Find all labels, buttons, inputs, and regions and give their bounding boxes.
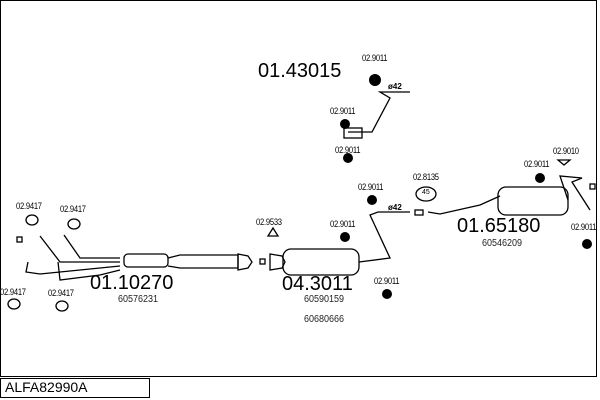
triangle-gasket-icon xyxy=(266,226,280,237)
diagram-code: ALFA82990A xyxy=(5,379,88,395)
manifold-pipe-2 xyxy=(63,234,120,259)
mount-dot xyxy=(535,173,545,183)
accessory-label[interactable]: 02.9011 xyxy=(358,182,384,193)
oem-number: 60576231 xyxy=(118,294,159,305)
front-pipe-section xyxy=(167,254,239,269)
diameter-label: ø42 xyxy=(388,203,402,212)
mount-dot xyxy=(343,153,353,163)
rear-small-sq xyxy=(414,209,424,216)
accessory-label[interactable]: 02.9011 xyxy=(524,159,550,170)
rear-silencer-body xyxy=(497,186,569,216)
small-square xyxy=(16,236,23,243)
part-number-rear-silencer[interactable]: 01.65180 xyxy=(457,215,541,237)
manifold-pipe-1 xyxy=(39,235,120,263)
rear-small-sq-2 xyxy=(589,183,596,190)
part-number-mid-pipe[interactable]: 01.43015 xyxy=(258,60,342,82)
accessory-label[interactable]: 02.9011 xyxy=(374,276,400,287)
oem-number: 60680666 xyxy=(304,314,345,325)
oem-number: 60546209 xyxy=(482,238,523,249)
manifold-pipe-4 xyxy=(57,261,121,281)
mount-dot xyxy=(367,195,377,205)
accessory-label[interactable]: 02.9011 xyxy=(362,53,388,64)
accessory-label[interactable]: 02.9011 xyxy=(330,106,356,117)
gasket-icon xyxy=(7,298,21,310)
accessory-label[interactable]: 02.9417 xyxy=(0,287,26,298)
mount-dot xyxy=(582,239,592,249)
accessory-label[interactable]: 02.9011 xyxy=(571,222,597,233)
accessory-label[interactable]: 02.9417 xyxy=(48,288,74,299)
rear-pipe xyxy=(427,195,501,215)
mount-dot xyxy=(340,119,350,129)
accessory-label[interactable]: 02.9533 xyxy=(256,217,282,228)
upper-pipe xyxy=(348,91,410,133)
accessory-label[interactable]: 02.9011 xyxy=(335,145,361,156)
oem-number: 60590159 xyxy=(304,294,345,305)
middle-pipe-curve xyxy=(358,211,410,263)
accessory-label[interactable]: 02.9011 xyxy=(330,219,356,230)
small-square-1 xyxy=(259,258,266,265)
diameter-label: ø42 xyxy=(388,82,402,91)
clamp-size-label: 45 xyxy=(422,189,430,196)
accessory-label[interactable]: 02.9417 xyxy=(60,204,86,215)
manifold-pipe-3 xyxy=(25,261,121,275)
mount-dot xyxy=(382,289,392,299)
gasket-icon xyxy=(25,214,39,226)
accessory-label[interactable]: 02.9417 xyxy=(16,201,42,212)
mount-dot xyxy=(340,232,350,242)
diagram-frame xyxy=(0,0,597,377)
front-cat-body xyxy=(123,253,169,268)
middle-silencer-body xyxy=(282,248,360,276)
hanger-icon xyxy=(556,159,572,166)
rear-tailpipe xyxy=(559,175,591,211)
accessory-label[interactable]: 02.9010 xyxy=(553,146,579,157)
part-number-middle-silencer[interactable]: 04.3011 xyxy=(282,273,353,295)
diagram-code-box: ALFA82990A xyxy=(0,378,150,398)
clamp-45-icon xyxy=(415,186,437,202)
upper-pipe-end xyxy=(343,127,363,139)
accessory-label[interactable]: 02.8135 xyxy=(413,172,439,183)
part-number-front[interactable]: 01.10270 xyxy=(90,272,174,294)
front-flange xyxy=(237,253,253,271)
gasket-icon xyxy=(55,300,69,312)
gasket-icon xyxy=(67,218,81,230)
mount-dot xyxy=(369,74,381,86)
